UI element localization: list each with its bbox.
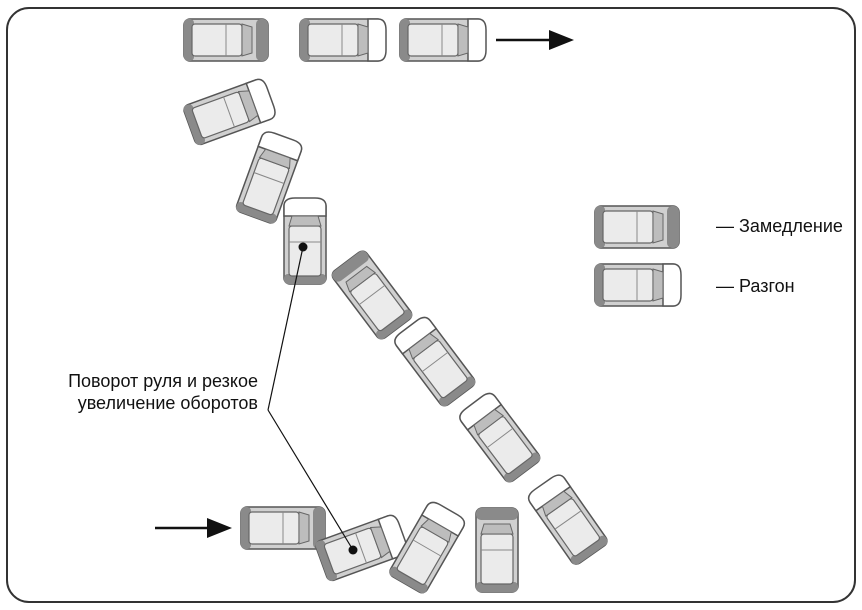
annotation-text: Поворот руля и резкое увеличение оборото…: [68, 370, 258, 414]
car: [283, 197, 327, 285]
car: [183, 18, 269, 62]
legend-deceleration-label: — Замедление: [716, 216, 843, 236]
annotation-line-2: увеличение оборотов: [77, 393, 258, 413]
diagram-frame: [6, 7, 856, 603]
legend-acceleration-label: — Разгон: [716, 276, 795, 296]
legend-decel-car: [594, 205, 680, 249]
annotation-leader: [267, 242, 358, 555]
legend-accel-car: [594, 263, 682, 307]
entry-arrow: [155, 518, 232, 538]
car: [399, 18, 487, 62]
exit-arrow: [496, 30, 574, 50]
car: [475, 507, 519, 593]
annotation-line-1: Поворот руля и резкое: [68, 371, 258, 391]
car: [299, 18, 387, 62]
car: [240, 506, 326, 550]
